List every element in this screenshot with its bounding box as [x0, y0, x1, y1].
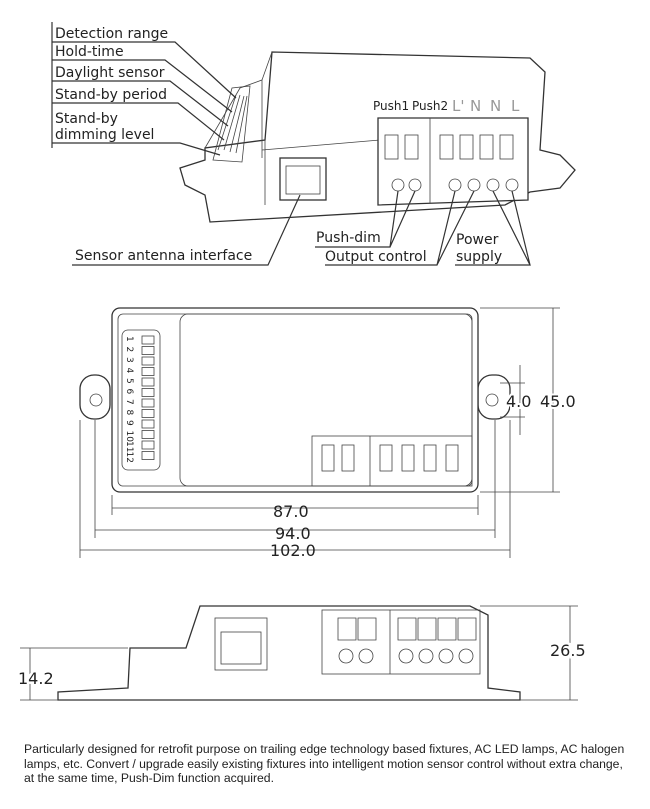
dip-switch: [141, 367, 155, 376]
dip-switch: [141, 346, 155, 355]
label-power-supply-2: supply: [456, 249, 502, 265]
dim-14-2: 14.2: [18, 669, 54, 688]
dip-number: 12: [124, 452, 134, 463]
sensor-antenna-port: [279, 157, 327, 201]
dip-switch: [141, 335, 155, 345]
product-description: Particularly designed for retrofit purpo…: [24, 742, 625, 785]
dim-45: 45.0: [540, 392, 576, 411]
dip-number: 2: [124, 347, 134, 353]
dip-number: 8: [124, 410, 134, 416]
dip-switch: [141, 356, 155, 366]
terminal-label-n: N: [490, 97, 501, 115]
device-top-view: Push1 Push2 L' N N L Detection range Hol…: [51, 22, 576, 266]
dip-switch: [141, 398, 155, 408]
dip-number: 5: [124, 378, 134, 384]
label-power-supply: Power: [456, 232, 499, 248]
dip-switch: [141, 430, 155, 439]
dip-number: 7: [124, 399, 134, 405]
label-output-control: Output control: [325, 249, 427, 265]
label-standby-dimming-2: dimming level: [55, 127, 154, 143]
label-hold-time: Hold-time: [55, 44, 124, 60]
dip-switch-block: [212, 85, 251, 163]
dim-4: 4.0: [506, 392, 531, 411]
label-standby-period: Stand-by period: [55, 87, 167, 103]
terminal-label-n-out: N: [470, 97, 481, 115]
dim-94: 94.0: [275, 524, 311, 543]
label-daylight-sensor: Daylight sensor: [55, 65, 165, 81]
dip-number: 6: [124, 389, 134, 395]
dip-switch: [141, 377, 155, 387]
label-push-dim: Push-dim: [316, 230, 381, 246]
dip-number: 4: [124, 368, 134, 374]
dip-switch: [141, 419, 155, 429]
dim-102: 102.0: [270, 541, 316, 560]
terminal-block: [377, 117, 529, 206]
terminal-label-push1: Push1: [373, 99, 409, 113]
dip-switch: [141, 440, 155, 450]
label-sensor-antenna: Sensor antenna interface: [75, 248, 252, 264]
device-side-view: 26.5 14.2: [16, 605, 588, 701]
terminal-label-l: L: [511, 97, 520, 115]
label-standby-dimming: Stand-by: [55, 111, 118, 127]
label-detection-range: Detection range: [55, 26, 168, 42]
dip-number: 3: [124, 357, 134, 363]
dip-switch: [141, 451, 155, 460]
dip-switch: [141, 388, 155, 397]
dip-number: 10: [124, 431, 134, 443]
terminal-label-push2: Push2: [412, 99, 448, 113]
dim-26-5: 26.5: [550, 641, 586, 660]
dip-number: 11: [124, 441, 134, 452]
terminal-label-l-out: L': [452, 97, 464, 115]
dip-number: 1: [124, 336, 134, 342]
dim-87: 87.0: [273, 502, 309, 521]
dip-number: 9: [124, 420, 134, 426]
dip-switch: [141, 409, 155, 418]
